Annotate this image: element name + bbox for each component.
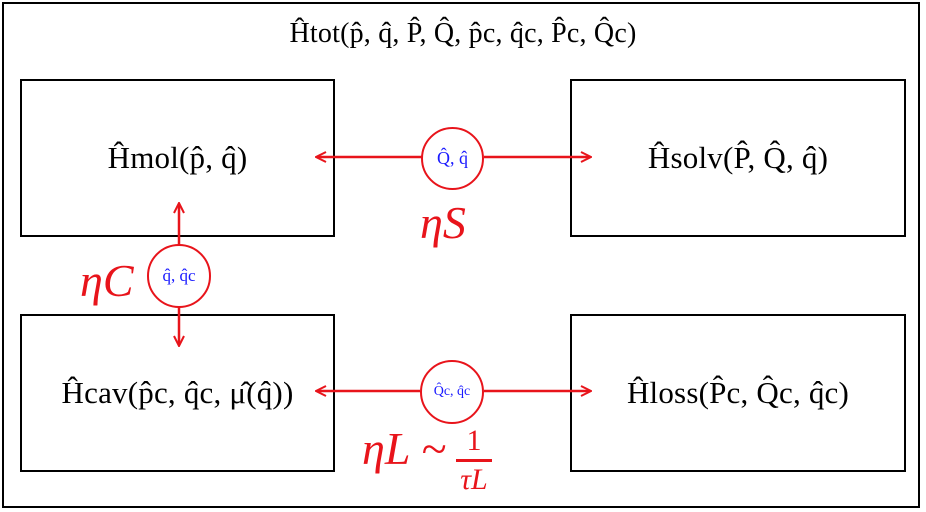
loss-hamiltonian: Ĥloss(P̂c, Q̂c, q̂c) [626,375,850,410]
total-hamiltonian: Ĥtot(p̂, q̂, P̂, Q̂, p̂c, q̂c, P̂c, Q̂c) [289,18,637,49]
eta-c-symbol: ηC [80,255,134,306]
solvent-coupling-label: ηS [420,196,466,249]
solvent-coupling-circle: Q̂, q̂ [421,127,484,190]
solvent-hamiltonian: Ĥsolv(P̂, Q̂, q̂) [647,140,829,175]
cavity-box: Ĥcav(p̂c, q̂c, μ̂(q̂)) [20,314,335,472]
fraction-numerator: 1 [466,424,482,458]
cavity-hamiltonian: Ĥcav(p̂c, q̂c, μ̂(q̂)) [61,375,294,410]
loss-coupling-variables: Q̂c, q̂c [433,384,471,399]
loss-box: Ĥloss(P̂c, Q̂c, q̂c) [570,314,906,472]
loss-coupling-label: ηL ~ 1 τL [362,422,492,495]
fraction-denominator: τL [460,462,488,496]
cavity-coupling-variables: q̂, q̂c [162,266,196,285]
molecule-box: Ĥmol(p̂, q̂) [20,79,335,237]
loss-rate-fraction: 1 τL [455,424,492,496]
eta-s-symbol: ηS [420,197,466,248]
cavity-coupling-label: ηC [80,254,134,307]
cavity-coupling-circle: q̂, q̂c [147,244,211,308]
eta-l-symbol: ηL ~ [362,423,446,474]
diagram-frame [2,2,920,508]
loss-coupling-circle: Q̂c, q̂c [420,360,484,424]
fraction-bar [455,459,492,462]
solvent-coupling-variables: Q̂, q̂ [437,148,468,168]
molecule-hamiltonian: Ĥmol(p̂, q̂) [107,140,248,175]
